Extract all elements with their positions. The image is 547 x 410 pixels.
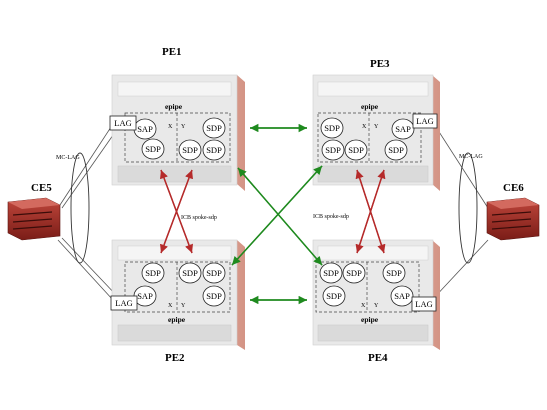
pe2-endpoints: SDP SAP SDP SDP SDP X Y <box>133 262 226 309</box>
pe1-mark-y: Y <box>181 124 186 130</box>
svg-text:SAP: SAP <box>394 291 410 301</box>
pe4-epipe-box <box>315 261 420 313</box>
pe4-label: PE4 <box>368 352 388 364</box>
svg-text:SDP: SDP <box>145 268 161 278</box>
svg-text:SDP: SDP <box>324 123 340 133</box>
pe2-sdp-circle <box>202 285 226 307</box>
pe4-sap-circle <box>390 285 414 307</box>
pe3-mark-x: X <box>362 124 367 130</box>
svg-text:SDP: SDP <box>388 145 404 155</box>
svg-text:SDP: SDP <box>386 268 402 278</box>
svg-text:SDP: SDP <box>206 123 222 133</box>
pe3-sdp-circle <box>344 139 368 161</box>
svg-text:SDP: SDP <box>182 268 198 278</box>
ce6-pe4-link <box>431 239 489 301</box>
svg-text:LAG: LAG <box>115 298 132 308</box>
pe2-mark-y: Y <box>181 303 186 309</box>
pe2-sdp-circle <box>178 262 202 284</box>
ce5-pe2-link-a <box>57 239 114 301</box>
pe1-sdp-circle <box>141 138 165 160</box>
svg-text:SAP: SAP <box>395 124 411 134</box>
svg-text:LAG: LAG <box>415 299 432 309</box>
svg-text:SDP: SDP <box>145 144 161 154</box>
svg-text:SDP: SDP <box>206 291 222 301</box>
mc-lag-label-left: MC-LAG <box>56 155 80 161</box>
pe3-mark-y: Y <box>374 124 379 130</box>
pe3-sdp-circle <box>384 139 408 161</box>
ce6-device: CE6 <box>486 182 540 241</box>
pe2-mark-x: X <box>168 303 173 309</box>
icb-label-right: ICB spoke-sdp <box>313 214 349 220</box>
pe3-sdp-circle <box>321 139 345 161</box>
pe1-epipe-box <box>124 112 231 163</box>
pe4-endpoints: SDP SDP SDP SDP SAP X Y <box>319 262 414 309</box>
svg-text:SDP: SDP <box>326 291 342 301</box>
pe4-sdp-circle <box>322 285 346 307</box>
ce5-pe2-link-b <box>61 237 119 298</box>
pe3-epipe-label: epipe <box>361 102 379 111</box>
svg-text:SDP: SDP <box>323 268 339 278</box>
icb-label-left: ICB spoke-sdp <box>181 215 217 221</box>
svg-text:SDP: SDP <box>346 268 362 278</box>
pe4-sdp-circle <box>319 262 343 284</box>
pe1-sdp-circle <box>202 117 226 139</box>
pe4-sdp-circle <box>382 262 406 284</box>
mc-lag-ellipse-left <box>70 152 90 264</box>
mc-lag-ellipse-right <box>458 152 478 264</box>
pe4-lag-box <box>411 296 437 312</box>
pe3-endpoints: SDP SDP SDP SAP SDP X Y <box>320 117 415 161</box>
pe2-sdp-circle <box>202 262 226 284</box>
pe1-sdp-circle <box>178 139 202 161</box>
svg-text:SDP: SDP <box>206 268 222 278</box>
pe3-sap-circle <box>391 118 415 140</box>
ce6-pe3-link <box>433 123 489 209</box>
pe4-mark-y: Y <box>374 303 379 309</box>
pe2-lag-box <box>110 295 138 311</box>
pe4-epipe-label: epipe <box>361 315 379 324</box>
icb-links <box>160 169 386 254</box>
svg-text:SAP: SAP <box>137 124 153 134</box>
pe1-mark-x: X <box>168 124 173 130</box>
pe2-epipe-box <box>124 261 231 313</box>
pe2-epipe-label: epipe <box>168 315 186 324</box>
pe2-sdp-circle <box>141 262 165 284</box>
pe1-epipe-label: epipe <box>165 102 183 111</box>
pe2-label: PE2 <box>165 352 185 364</box>
ce5-device: CE5 <box>7 182 61 241</box>
lag-boxes: LAG LAG LAG LAG <box>109 113 438 312</box>
ce6-label: CE6 <box>503 182 524 194</box>
green-links <box>231 123 323 305</box>
pe3-lag-box <box>412 113 438 129</box>
pe3-sdp-circle <box>320 117 344 139</box>
pe4-sdp-circle <box>342 262 366 284</box>
svg-text:SAP: SAP <box>137 291 153 301</box>
svg-text:SDP: SDP <box>206 145 222 155</box>
pe1-lag-box <box>109 115 137 131</box>
pe3-epipe-box <box>317 112 422 163</box>
pe4-mark-x: X <box>361 303 366 309</box>
pe1-endpoints: SAP SDP SDP SDP SDP X Y <box>133 117 226 161</box>
pe1-label: PE1 <box>162 46 182 58</box>
svg-text:SDP: SDP <box>325 145 341 155</box>
ce5-pe1-link-b <box>61 127 119 209</box>
svg-text:LAG: LAG <box>114 118 131 128</box>
svg-text:LAG: LAG <box>416 116 433 126</box>
ce5-label: CE5 <box>31 182 52 194</box>
pe3-label: PE3 <box>370 58 390 70</box>
mc-lag-label-right: MC-LAG <box>459 154 483 160</box>
svg-text:SDP: SDP <box>182 145 198 155</box>
svg-text:SDP: SDP <box>348 145 364 155</box>
pe1-sdp-circle <box>202 139 226 161</box>
